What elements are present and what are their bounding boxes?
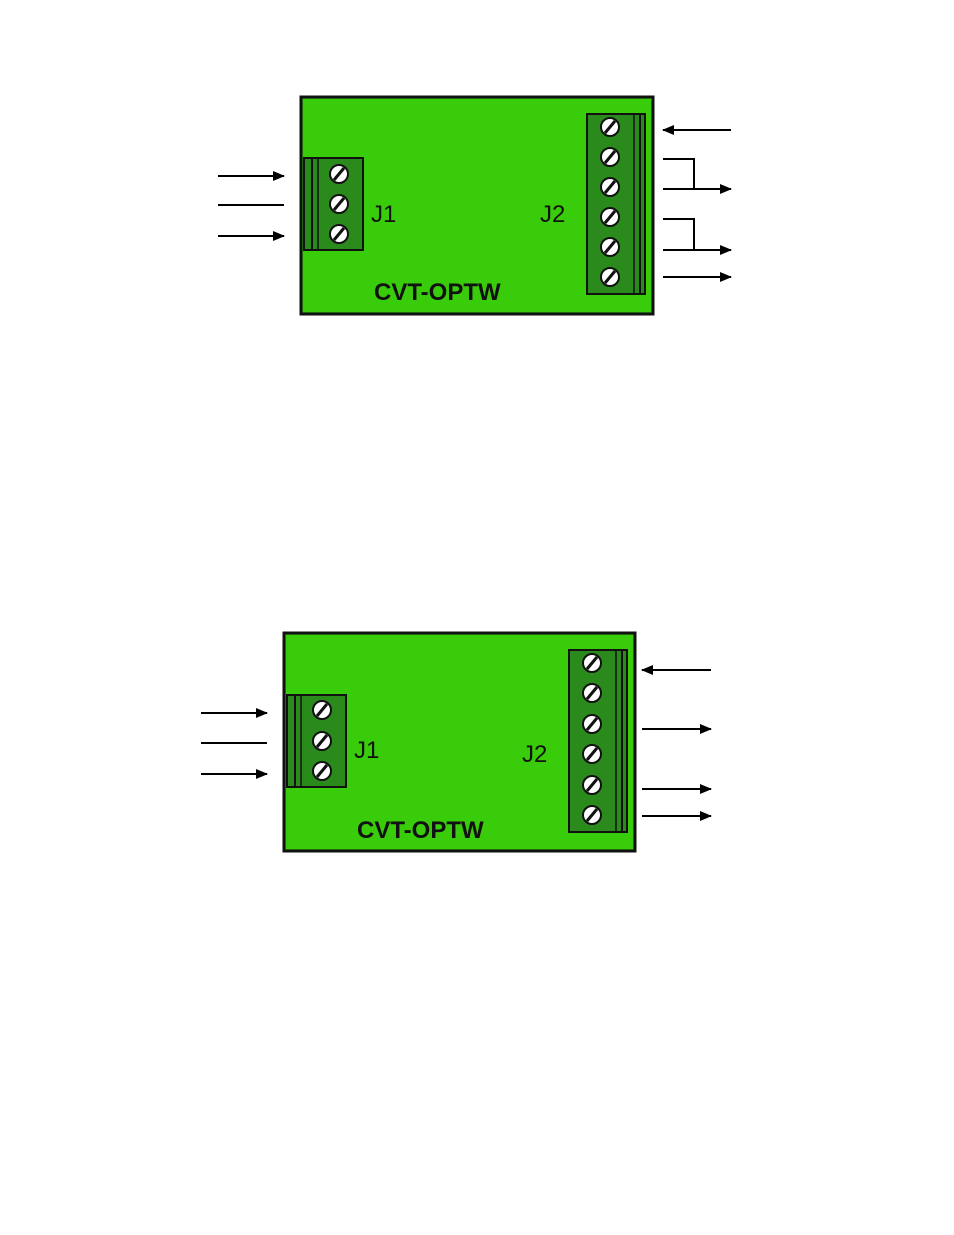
screw-terminal-icon: [601, 208, 619, 226]
screw-terminal-icon: [313, 701, 331, 719]
screw-terminal-icon: [601, 238, 619, 256]
screw-terminal-icon: [330, 225, 348, 243]
screw-terminal-icon: [583, 654, 601, 672]
board-2-model-label: CVT-OPTW: [357, 817, 484, 844]
screw-terminal-icon: [583, 806, 601, 824]
screw-terminal-icon: [313, 732, 331, 750]
board-1-j2-jumper: [663, 159, 694, 189]
screw-terminal-icon: [601, 118, 619, 136]
board-1-j1-label: J1: [371, 201, 396, 228]
screw-terminal-icon: [583, 715, 601, 733]
board-2-j1-label: J1: [354, 737, 379, 764]
board-2-j2-connector: [569, 650, 627, 832]
board-1-j2-label: J2: [540, 201, 565, 228]
board-1-j2-connector: [587, 114, 645, 294]
screw-terminal-icon: [583, 684, 601, 702]
board-1-j1-connector: [304, 158, 363, 250]
screw-terminal-icon: [330, 195, 348, 213]
board-2-j1-connector: [287, 695, 346, 787]
board-1-j2-jumper: [663, 219, 694, 250]
screw-terminal-icon: [583, 745, 601, 763]
screw-terminal-icon: [601, 148, 619, 166]
screw-terminal-icon: [583, 776, 601, 794]
screw-terminal-icon: [330, 165, 348, 183]
board-1: J1 J2 CVT-OPTW: [218, 97, 731, 314]
board-1-model-label: CVT-OPTW: [374, 279, 501, 306]
screw-terminal-icon: [601, 268, 619, 286]
screw-terminal-icon: [313, 762, 331, 780]
screw-terminal-icon: [601, 178, 619, 196]
board-2-j2-label: J2: [522, 741, 547, 768]
board-2: J1 J2 CVT-OPTW: [201, 633, 711, 851]
